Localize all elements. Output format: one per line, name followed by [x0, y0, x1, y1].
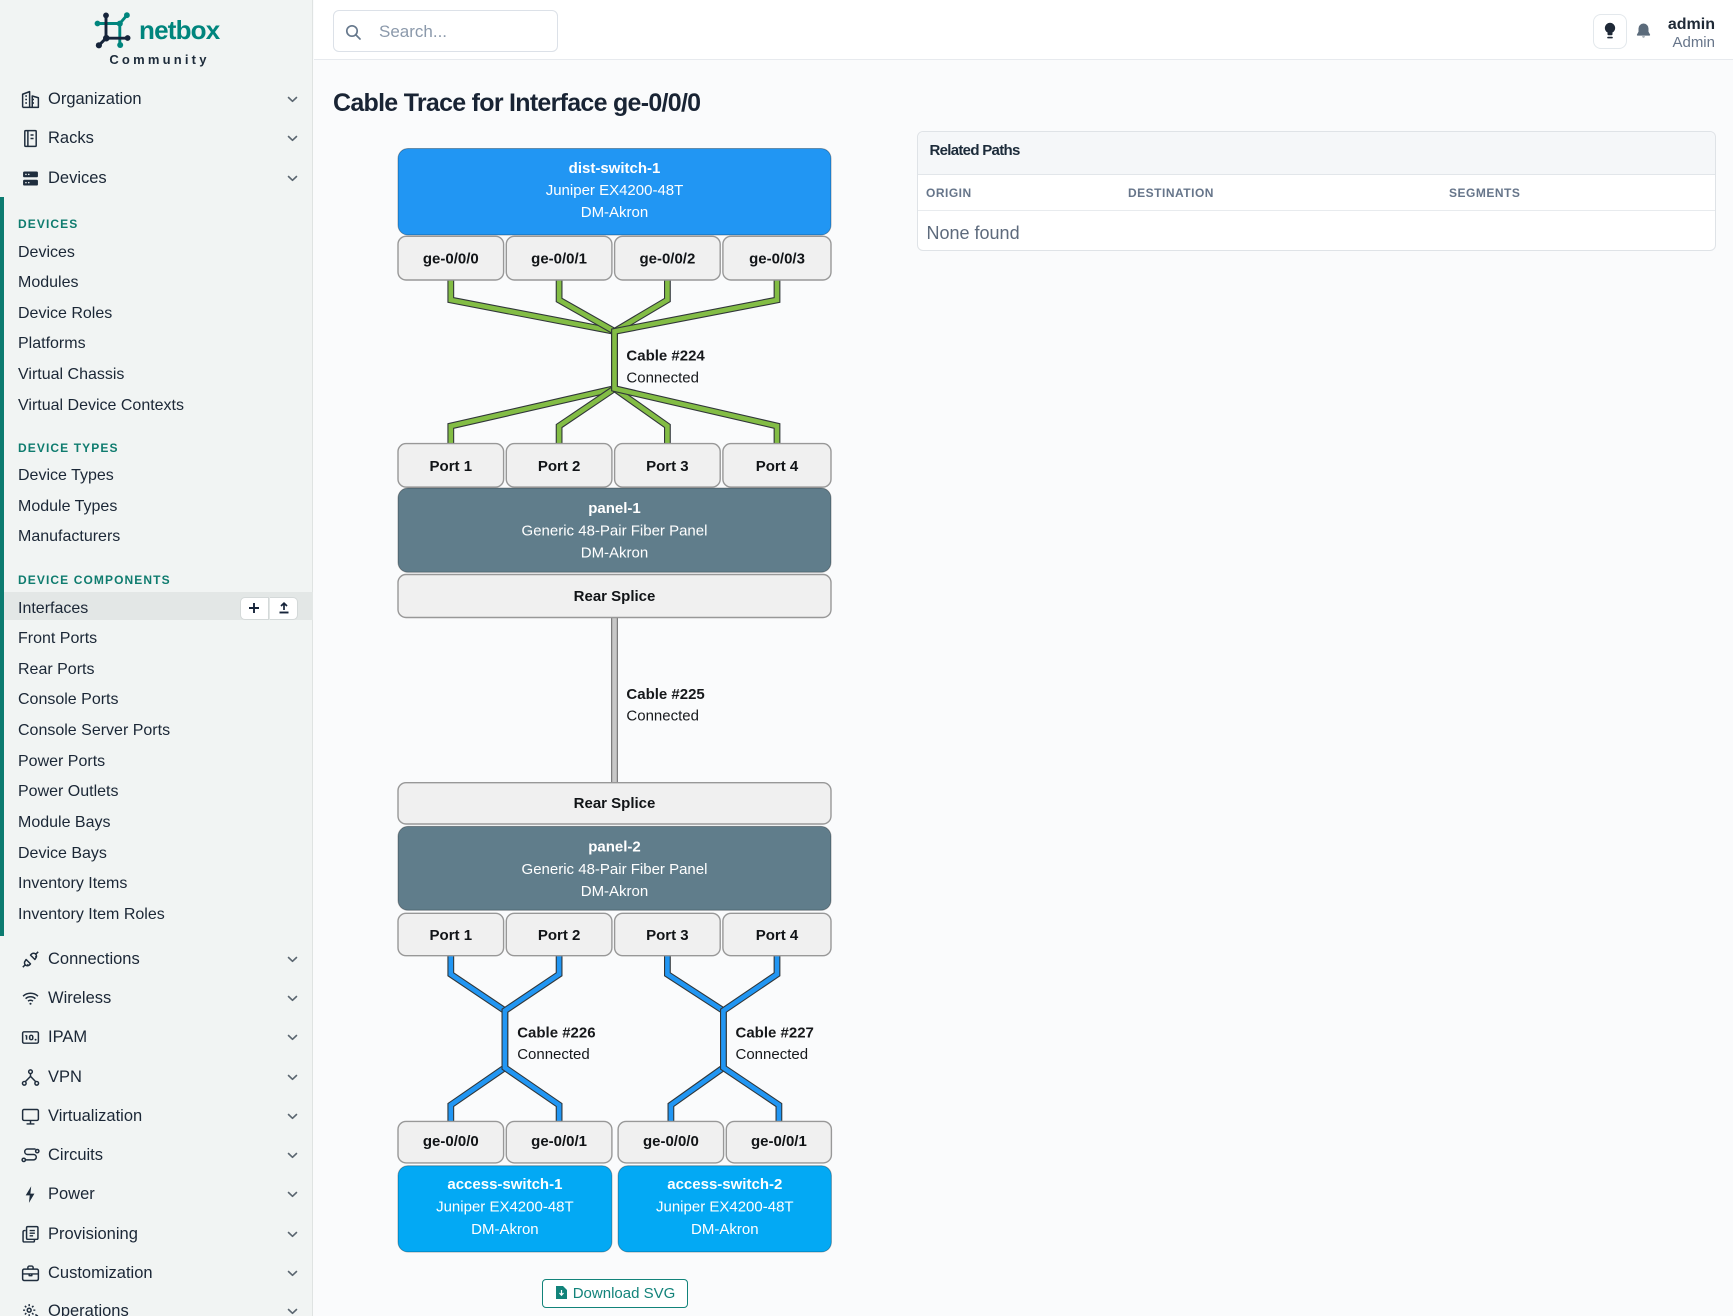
- svg-text:Cable #224: Cable #224: [626, 348, 705, 365]
- svg-text:access-switch-1: access-switch-1: [447, 1176, 562, 1193]
- svg-text:Juniper EX4200-48T: Juniper EX4200-48T: [436, 1199, 574, 1216]
- svg-text:Port 4: Port 4: [756, 927, 799, 944]
- svg-text:Cable #227: Cable #227: [736, 1025, 814, 1042]
- svg-text:ge-0/0/3: ge-0/0/3: [749, 250, 805, 267]
- svg-text:Port 4: Port 4: [756, 458, 799, 475]
- svg-text:Rear Splice: Rear Splice: [574, 588, 656, 605]
- svg-text:Port 2: Port 2: [538, 458, 581, 475]
- svg-text:Cable #226: Cable #226: [517, 1025, 595, 1042]
- svg-text:ge-0/0/2: ge-0/0/2: [639, 250, 695, 267]
- svg-text:ge-0/0/1: ge-0/0/1: [531, 1133, 587, 1150]
- svg-text:ge-0/0/0: ge-0/0/0: [643, 1133, 699, 1150]
- svg-text:Port 3: Port 3: [646, 458, 689, 475]
- svg-text:ge-0/0/0: ge-0/0/0: [423, 1133, 479, 1150]
- svg-text:ge-0/0/1: ge-0/0/1: [531, 250, 587, 267]
- svg-text:DM-Akron: DM-Akron: [581, 883, 649, 900]
- svg-text:Juniper EX4200-48T: Juniper EX4200-48T: [656, 1199, 794, 1216]
- svg-text:Juniper EX4200-48T: Juniper EX4200-48T: [546, 182, 684, 199]
- svg-text:Port 1: Port 1: [430, 927, 473, 944]
- svg-text:ge-0/0/0: ge-0/0/0: [423, 250, 479, 267]
- svg-text:Connected: Connected: [517, 1046, 590, 1063]
- svg-text:DM-Akron: DM-Akron: [581, 204, 649, 221]
- svg-text:Port 1: Port 1: [430, 458, 473, 475]
- svg-text:ge-0/0/1: ge-0/0/1: [751, 1133, 807, 1150]
- svg-text:DM-Akron: DM-Akron: [581, 545, 649, 562]
- svg-text:Generic 48-Pair Fiber Panel: Generic 48-Pair Fiber Panel: [522, 861, 708, 878]
- svg-text:panel-2: panel-2: [588, 839, 641, 856]
- svg-text:Connected: Connected: [626, 369, 699, 386]
- svg-text:Port 2: Port 2: [538, 927, 581, 944]
- svg-text:Connected: Connected: [736, 1046, 809, 1063]
- svg-text:Generic 48-Pair Fiber Panel: Generic 48-Pair Fiber Panel: [522, 523, 708, 540]
- svg-text:dist-switch-1: dist-switch-1: [569, 160, 661, 177]
- svg-text:access-switch-2: access-switch-2: [667, 1176, 782, 1193]
- svg-text:DM-Akron: DM-Akron: [691, 1221, 759, 1238]
- svg-text:DM-Akron: DM-Akron: [471, 1221, 539, 1238]
- svg-text:Cable #225: Cable #225: [626, 686, 704, 703]
- svg-text:panel-1: panel-1: [588, 500, 641, 517]
- svg-text:Port 3: Port 3: [646, 927, 689, 944]
- svg-text:Connected: Connected: [626, 708, 699, 725]
- svg-text:Rear Splice: Rear Splice: [574, 795, 656, 812]
